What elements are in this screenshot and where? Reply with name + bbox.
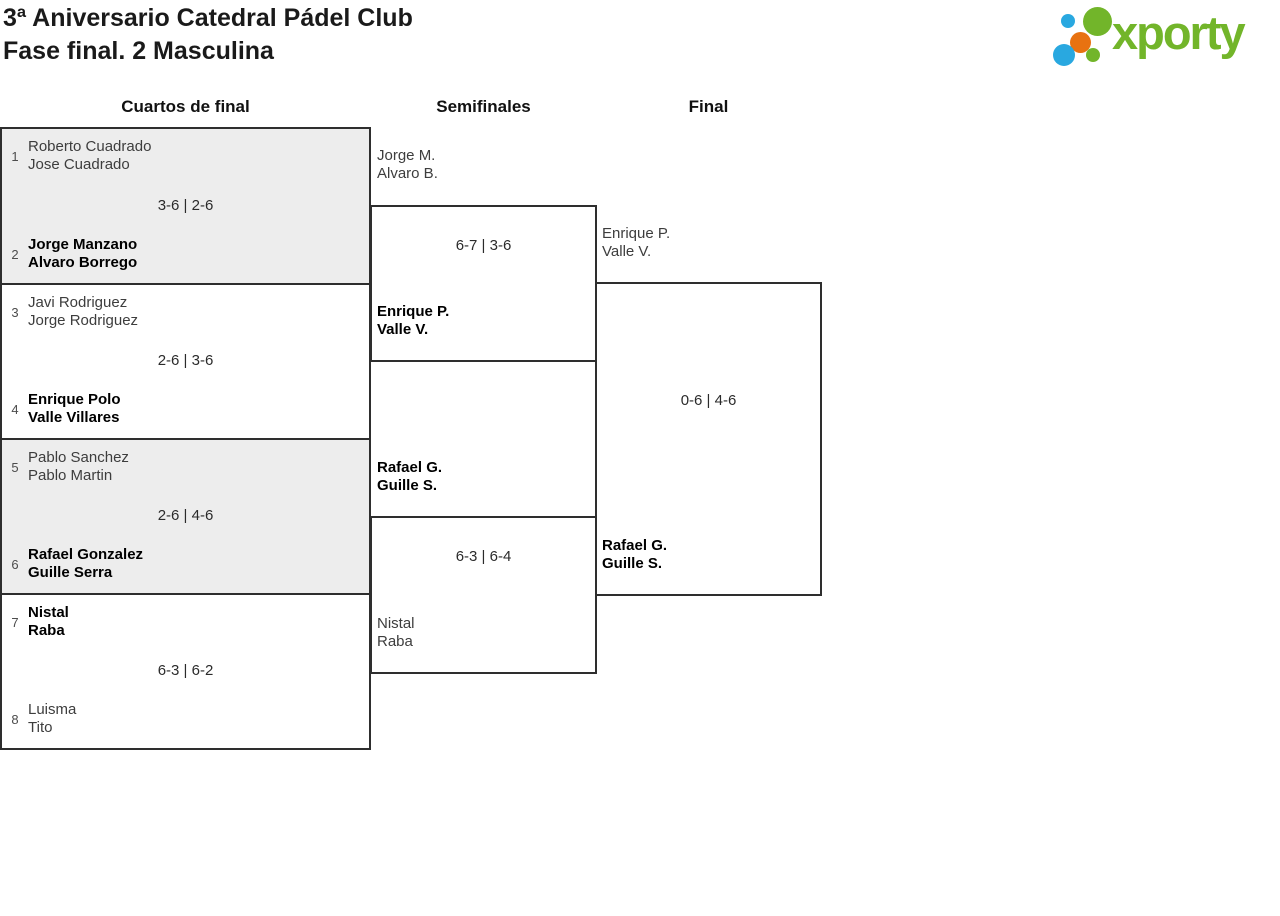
match-score: 2-6 | 4-6 bbox=[157, 507, 214, 524]
sf1-team-top: Jorge M. Alvaro B. bbox=[377, 147, 438, 183]
logo-dot-orange-icon bbox=[1070, 32, 1091, 53]
logo-dot-blue-small-icon bbox=[1061, 14, 1075, 28]
logo-dot-green-large-icon bbox=[1083, 7, 1112, 36]
player-name: Alvaro B. bbox=[377, 165, 438, 182]
player-name: Valle V. bbox=[377, 321, 429, 338]
player-name: Nistal bbox=[28, 604, 69, 621]
team-names: Rafael Gonzalez Guille Serra bbox=[28, 546, 143, 582]
team-names: Javi Rodriguez Jorge Rodriguez bbox=[28, 294, 138, 330]
player-name: Enrique P. bbox=[377, 303, 450, 320]
round-header-quarterfinals: Cuartos de final bbox=[121, 97, 250, 116]
player-name: Jose Cuadrado bbox=[28, 156, 130, 173]
team-names: Roberto Cuadrado Jose Cuadrado bbox=[28, 138, 151, 174]
player-name: Guille S. bbox=[602, 555, 663, 572]
qf-match-1: 1 Roberto Cuadrado Jose Cuadrado 3-6 | 2… bbox=[0, 127, 371, 285]
seed-number: 5 bbox=[11, 459, 19, 475]
player-name: Guille Serra bbox=[28, 564, 113, 581]
round-header-semifinals: Semifinales bbox=[436, 97, 531, 116]
team-row: 1 Roberto Cuadrado Jose Cuadrado bbox=[2, 138, 369, 174]
team-names: Luisma Tito bbox=[28, 701, 76, 737]
sf-match-2-box bbox=[370, 516, 597, 674]
team-row: 7 Nistal Raba bbox=[2, 604, 369, 640]
seed-number: 3 bbox=[11, 304, 19, 320]
page-title-line2: Fase final. 2 Masculina bbox=[3, 37, 274, 65]
qf-match-4: 7 Nistal Raba 6-3 | 6-2 8 Luisma Tito bbox=[0, 593, 371, 750]
final-team-top: Enrique P. Valle V. bbox=[602, 225, 670, 261]
player-name: Valle V. bbox=[602, 243, 652, 260]
player-name: Valle Villares bbox=[28, 409, 120, 426]
seed-number: 6 bbox=[11, 556, 19, 572]
player-name: Guille S. bbox=[377, 477, 438, 494]
sf2-score: 6-3 | 6-4 bbox=[455, 548, 512, 565]
player-name: Jorge Rodriguez bbox=[28, 312, 139, 329]
team-row: 2 Jorge Manzano Alvaro Borrego bbox=[2, 236, 369, 272]
qf-match-2: 3 Javi Rodriguez Jorge Rodriguez 2-6 | 3… bbox=[0, 283, 371, 440]
player-name: Pablo Martin bbox=[28, 467, 113, 484]
qf-match-3: 5 Pablo Sanchez Pablo Martin 2-6 | 4-6 6… bbox=[0, 438, 371, 595]
player-name: Enrique Polo bbox=[28, 391, 121, 408]
player-name: Nistal bbox=[377, 615, 415, 632]
team-row: 8 Luisma Tito bbox=[2, 701, 369, 737]
player-name: Rafael G. bbox=[602, 537, 668, 554]
logo-dot-green-small-icon bbox=[1086, 48, 1100, 62]
team-names: Jorge Manzano Alvaro Borrego bbox=[28, 236, 137, 272]
page-title: 3ª Aniversario Catedral Pádel Club Fase … bbox=[3, 2, 413, 68]
match-score: 2-6 | 3-6 bbox=[157, 352, 214, 369]
team-row: 6 Rafael Gonzalez Guille Serra bbox=[2, 546, 369, 582]
logo-wordmark: xporty bbox=[1112, 6, 1246, 59]
match-score: 6-3 | 6-2 bbox=[157, 662, 214, 679]
final-score: 0-6 | 4-6 bbox=[680, 392, 737, 409]
final-team-bottom: Rafael G. Guille S. bbox=[602, 537, 667, 573]
player-name: Tito bbox=[28, 719, 53, 736]
team-names: Nistal Raba bbox=[28, 604, 69, 640]
team-names: Pablo Sanchez Pablo Martin bbox=[28, 449, 129, 485]
final-match-box bbox=[595, 282, 822, 596]
player-name: Raba bbox=[28, 622, 65, 639]
logo-dot-blue-large-icon bbox=[1053, 44, 1075, 66]
sf2-team-top: Rafael G. Guille S. bbox=[377, 459, 442, 495]
player-name: Pablo Sanchez bbox=[28, 449, 129, 466]
seed-number: 4 bbox=[11, 401, 19, 417]
seed-number: 7 bbox=[11, 614, 19, 630]
sf-match-1-box bbox=[370, 205, 597, 362]
player-name: Rafael G. bbox=[377, 459, 443, 476]
seed-number: 1 bbox=[11, 148, 19, 164]
player-name: Roberto Cuadrado bbox=[28, 138, 152, 155]
team-row: 4 Enrique Polo Valle Villares bbox=[2, 391, 369, 427]
player-name: Enrique P. bbox=[602, 225, 671, 242]
player-name: Alvaro Borrego bbox=[28, 254, 138, 271]
player-name: Jorge M. bbox=[377, 147, 436, 164]
sf1-score: 6-7 | 3-6 bbox=[455, 237, 512, 254]
player-name: Rafael Gonzalez bbox=[28, 546, 144, 563]
player-name: Raba bbox=[377, 633, 413, 650]
player-name: Javi Rodriguez bbox=[28, 294, 128, 311]
match-score: 3-6 | 2-6 bbox=[157, 196, 214, 214]
page-title-line1: 3ª Aniversario Catedral Pádel Club bbox=[3, 4, 413, 32]
team-row: 3 Javi Rodriguez Jorge Rodriguez bbox=[2, 294, 369, 330]
seed-number: 8 bbox=[11, 711, 19, 727]
player-name: Luisma bbox=[28, 701, 77, 718]
team-row: 5 Pablo Sanchez Pablo Martin bbox=[2, 449, 369, 485]
sf2-team-bottom: Nistal Raba bbox=[377, 615, 415, 651]
team-names: Enrique Polo Valle Villares bbox=[28, 391, 121, 427]
seed-number: 2 bbox=[11, 246, 19, 262]
sf1-team-bottom: Enrique P. Valle V. bbox=[377, 303, 449, 339]
player-name: Jorge Manzano bbox=[28, 236, 138, 253]
round-header-final: Final bbox=[688, 97, 729, 116]
